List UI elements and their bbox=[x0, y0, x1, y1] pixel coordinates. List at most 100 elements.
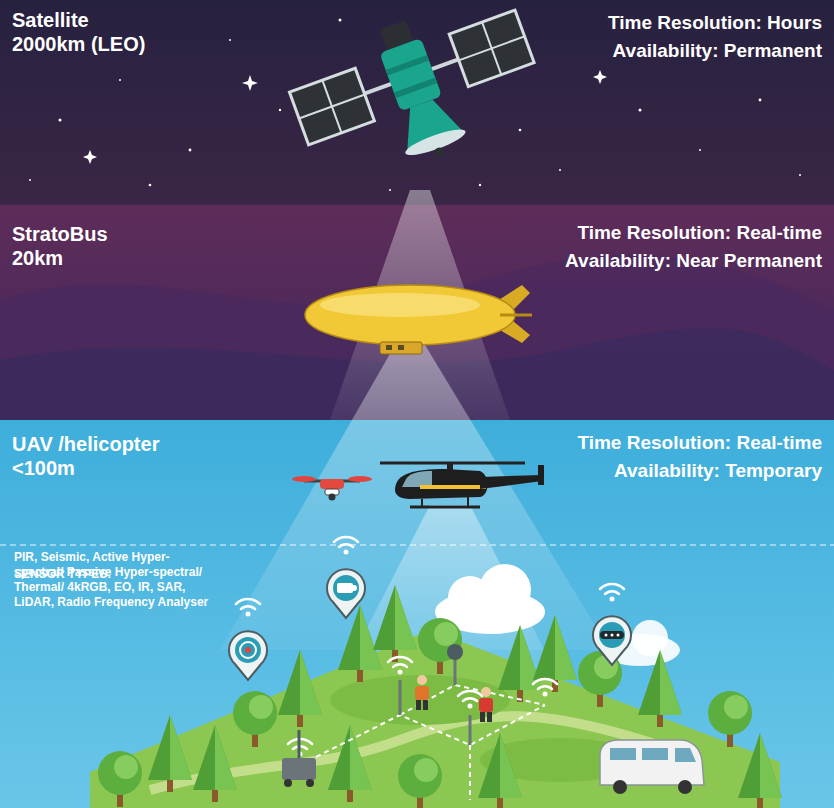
space-band bbox=[0, 0, 834, 205]
helicopter-icon bbox=[420, 485, 486, 489]
trees bbox=[373, 585, 417, 662]
helicopter-icon bbox=[402, 471, 432, 487]
low-altitude-band: UAV /helicopter <100mTime Resolution: Re… bbox=[0, 420, 834, 545]
satellite-icon bbox=[433, 146, 446, 159]
drone-icon bbox=[292, 476, 316, 482]
space-band bbox=[559, 169, 561, 171]
sensor-pin bbox=[236, 599, 260, 616]
helicopter-icon bbox=[538, 465, 544, 485]
satellite-icon bbox=[449, 10, 534, 87]
stratobus-airship bbox=[398, 345, 404, 350]
satellite-icon bbox=[394, 77, 437, 98]
space-band bbox=[759, 99, 762, 102]
helicopter-icon bbox=[480, 475, 542, 489]
trees bbox=[738, 733, 782, 808]
sensor-beam bbox=[220, 190, 610, 700]
sensor-pin bbox=[327, 569, 365, 618]
space-band bbox=[519, 129, 522, 132]
people bbox=[416, 700, 421, 710]
sensor-list: PIR, Seismic, Active Hyper-spectral/ Pas… bbox=[14, 550, 214, 610]
space-band bbox=[29, 179, 31, 181]
stratobus-airship bbox=[305, 285, 532, 354]
sensor-pin bbox=[611, 634, 614, 637]
sensor-pin bbox=[334, 537, 358, 554]
stratobus-airship bbox=[305, 285, 515, 345]
trees bbox=[278, 650, 322, 727]
sensor-pin bbox=[600, 631, 624, 639]
van-icon bbox=[678, 780, 692, 794]
time-resolution: Time Resolution: Real-time bbox=[0, 432, 834, 455]
space-band bbox=[229, 39, 231, 41]
space-band bbox=[83, 150, 97, 164]
trees bbox=[708, 691, 752, 747]
space-band bbox=[479, 184, 481, 186]
helicopter-icon bbox=[410, 506, 480, 509]
space-band bbox=[639, 109, 642, 112]
trees bbox=[638, 650, 682, 727]
space-band bbox=[699, 149, 701, 151]
people bbox=[417, 675, 427, 685]
sensor-trolley bbox=[282, 730, 316, 787]
sensor-pin bbox=[605, 634, 608, 637]
van-icon bbox=[675, 748, 696, 762]
sensor-network bbox=[469, 715, 472, 745]
sensor-pin bbox=[593, 616, 631, 665]
sensor-trolley bbox=[298, 730, 301, 758]
satellite-icon bbox=[403, 125, 468, 160]
sensor-trolley bbox=[282, 758, 316, 780]
space-band bbox=[189, 149, 192, 152]
sensor-network bbox=[469, 745, 471, 800]
orbit-band: Satellite 2000km (LEO)Time Resolution: H… bbox=[0, 0, 834, 205]
people bbox=[479, 698, 493, 712]
ground-band: SENSOR TYPES:PIR, Seismic, Active Hyper-… bbox=[0, 545, 834, 808]
sensor-pin bbox=[240, 642, 256, 658]
sensor-trolley bbox=[284, 779, 292, 787]
space-band bbox=[593, 70, 607, 84]
sensor-pin bbox=[245, 647, 251, 653]
space-band bbox=[339, 19, 342, 22]
sensor-network bbox=[388, 657, 412, 674]
availability: Availability: Permanent bbox=[0, 40, 834, 63]
sensor-network bbox=[288, 644, 557, 800]
trees bbox=[478, 733, 522, 808]
sensor-trolley bbox=[306, 779, 314, 787]
trees bbox=[498, 625, 542, 702]
helicopter-icon bbox=[380, 463, 544, 507]
time-resolution: Time Resolution: Hours bbox=[0, 12, 834, 35]
stratobus-airship bbox=[500, 314, 532, 317]
cloud bbox=[632, 620, 668, 656]
sensor-pin bbox=[600, 584, 624, 601]
space-band bbox=[149, 184, 152, 187]
time-resolution: Time Resolution: Real-time bbox=[0, 222, 834, 245]
drone-icon bbox=[348, 476, 372, 482]
helicopter-icon bbox=[395, 469, 488, 499]
people bbox=[415, 675, 493, 722]
van-icon bbox=[600, 740, 704, 785]
van-icon bbox=[613, 780, 627, 794]
trees bbox=[98, 585, 782, 808]
sensor-network bbox=[399, 680, 402, 715]
sensor-network bbox=[458, 691, 482, 708]
satellite-icon bbox=[459, 36, 525, 60]
people bbox=[481, 687, 491, 697]
drone-icon bbox=[320, 479, 344, 489]
people bbox=[487, 712, 492, 722]
helicopter-icon bbox=[467, 497, 469, 507]
sky-band bbox=[0, 420, 834, 808]
people bbox=[423, 700, 428, 710]
sensor-pin bbox=[229, 631, 267, 680]
platform-label: UAV /helicopter <100m bbox=[12, 432, 180, 480]
sensor-network bbox=[400, 685, 545, 715]
van-icon bbox=[642, 748, 668, 760]
trees bbox=[233, 691, 277, 747]
space-band bbox=[799, 174, 801, 176]
van-icon bbox=[610, 748, 636, 760]
platform-label: Satellite 2000km (LEO) bbox=[12, 8, 160, 56]
satellite-icon bbox=[280, 0, 554, 198]
stratobus-airship bbox=[320, 293, 480, 317]
stratobus-airship bbox=[380, 342, 422, 354]
sensor-pin bbox=[337, 583, 353, 593]
drone-icon bbox=[292, 476, 372, 501]
